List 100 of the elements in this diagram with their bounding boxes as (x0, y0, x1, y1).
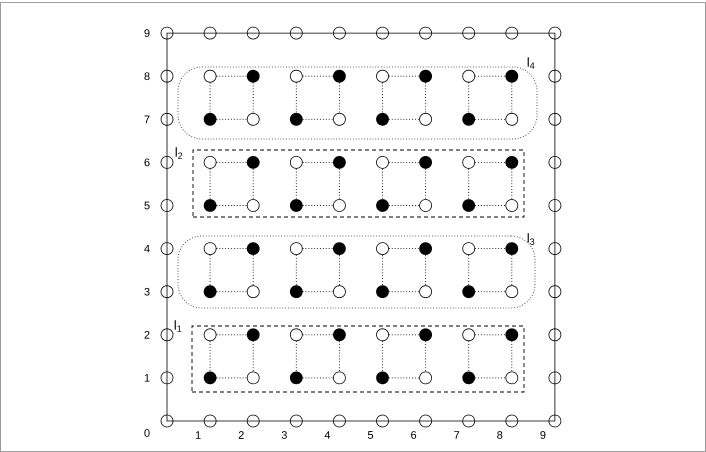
filled-dot (419, 328, 432, 342)
dotted-line (302, 334, 334, 336)
open-circle (505, 26, 518, 40)
open-circle (548, 414, 562, 428)
open-circle (333, 199, 346, 212)
dotted-line (474, 162, 506, 163)
dotted-line (302, 118, 334, 120)
open-circle (505, 285, 518, 298)
dotted-line (338, 82, 340, 114)
dotted-line (388, 291, 420, 292)
axis-number: 6 (144, 158, 150, 166)
dotted-line (474, 118, 506, 120)
dotted-line (388, 76, 420, 77)
open-circle (333, 112, 346, 126)
open-circle (204, 70, 217, 83)
open-circle (246, 372, 260, 384)
open-circle (246, 285, 260, 298)
dotted-line (474, 291, 506, 292)
axis-number: 2 (238, 431, 244, 439)
axis-number: 7 (454, 431, 460, 439)
open-circle (462, 70, 476, 83)
dotted-line (474, 248, 506, 250)
region-label: l$_{1}$ (174, 320, 182, 332)
axis-number: 0 (144, 429, 150, 437)
open-circle (160, 199, 174, 212)
axis-number: 9 (144, 29, 150, 37)
dotted-line (302, 205, 334, 206)
dotted-line (210, 168, 211, 200)
dotted-line (252, 340, 254, 372)
open-circle (246, 199, 260, 212)
filled-dot (290, 199, 303, 212)
open-circle (246, 26, 260, 40)
dotted-line (388, 334, 420, 336)
open-circle (419, 26, 432, 40)
filled-dot (246, 242, 260, 255)
open-circle (290, 70, 303, 83)
dotted-line (425, 168, 426, 200)
dotted-line (468, 254, 470, 286)
dotted-line (388, 377, 420, 378)
open-circle (462, 26, 476, 40)
dotted-line (216, 118, 248, 120)
open-circle (160, 328, 174, 342)
filled-dot (246, 328, 260, 342)
open-circle (290, 328, 303, 342)
open-circle (160, 156, 174, 169)
filled-dot (462, 285, 476, 298)
dotted-line (338, 340, 340, 372)
filled-dot (419, 70, 432, 83)
axis-number: 6 (411, 431, 416, 439)
axis-number: 7 (144, 116, 150, 124)
open-circle (505, 414, 518, 428)
dotted-line (388, 205, 420, 206)
filled-dot (419, 156, 432, 169)
filled-dot (333, 242, 346, 255)
open-circle (462, 156, 476, 169)
filled-dot (462, 372, 476, 384)
filled-dot (376, 112, 389, 126)
dotted-line (474, 334, 506, 336)
open-circle (246, 414, 260, 428)
open-circle (333, 26, 346, 40)
dotted-line (382, 254, 383, 286)
open-circle (419, 414, 432, 428)
dotted-line (296, 254, 297, 286)
open-circle (290, 242, 303, 255)
filled-dot (246, 156, 260, 169)
dotted-line (382, 168, 383, 200)
open-circle (505, 199, 518, 212)
filled-dot (204, 285, 217, 298)
dotted-line (216, 334, 248, 336)
dashed-region (176, 147, 524, 218)
filled-dot (204, 372, 217, 384)
open-circle (462, 242, 476, 255)
open-circle (376, 414, 389, 428)
region-label: l$_{3}$ (528, 233, 534, 245)
axis-number: 5 (144, 202, 150, 210)
dotted-line (511, 168, 512, 200)
dotted-line (296, 168, 297, 200)
dotted-line (425, 340, 426, 372)
dotted-line (338, 254, 340, 286)
dotted-line (210, 254, 211, 286)
open-circle (419, 199, 432, 212)
dotted-line (468, 82, 470, 114)
filled-dot (505, 156, 518, 169)
dotted-line (216, 377, 248, 378)
open-circle (505, 372, 518, 384)
open-circle (376, 70, 389, 83)
open-circle (160, 414, 174, 428)
filled-dot (290, 112, 303, 126)
filled-dot (462, 112, 476, 126)
open-circle (204, 156, 217, 169)
open-circle (548, 156, 562, 169)
axis-number: 4 (324, 431, 330, 439)
dotted-line (425, 82, 426, 114)
dotted-line (474, 76, 506, 77)
filled-dot (333, 70, 346, 83)
dotted-line (302, 291, 334, 292)
dotted-line (388, 248, 420, 250)
dotted-line (474, 205, 506, 206)
open-circle (419, 112, 432, 126)
dotted-line (216, 205, 248, 206)
